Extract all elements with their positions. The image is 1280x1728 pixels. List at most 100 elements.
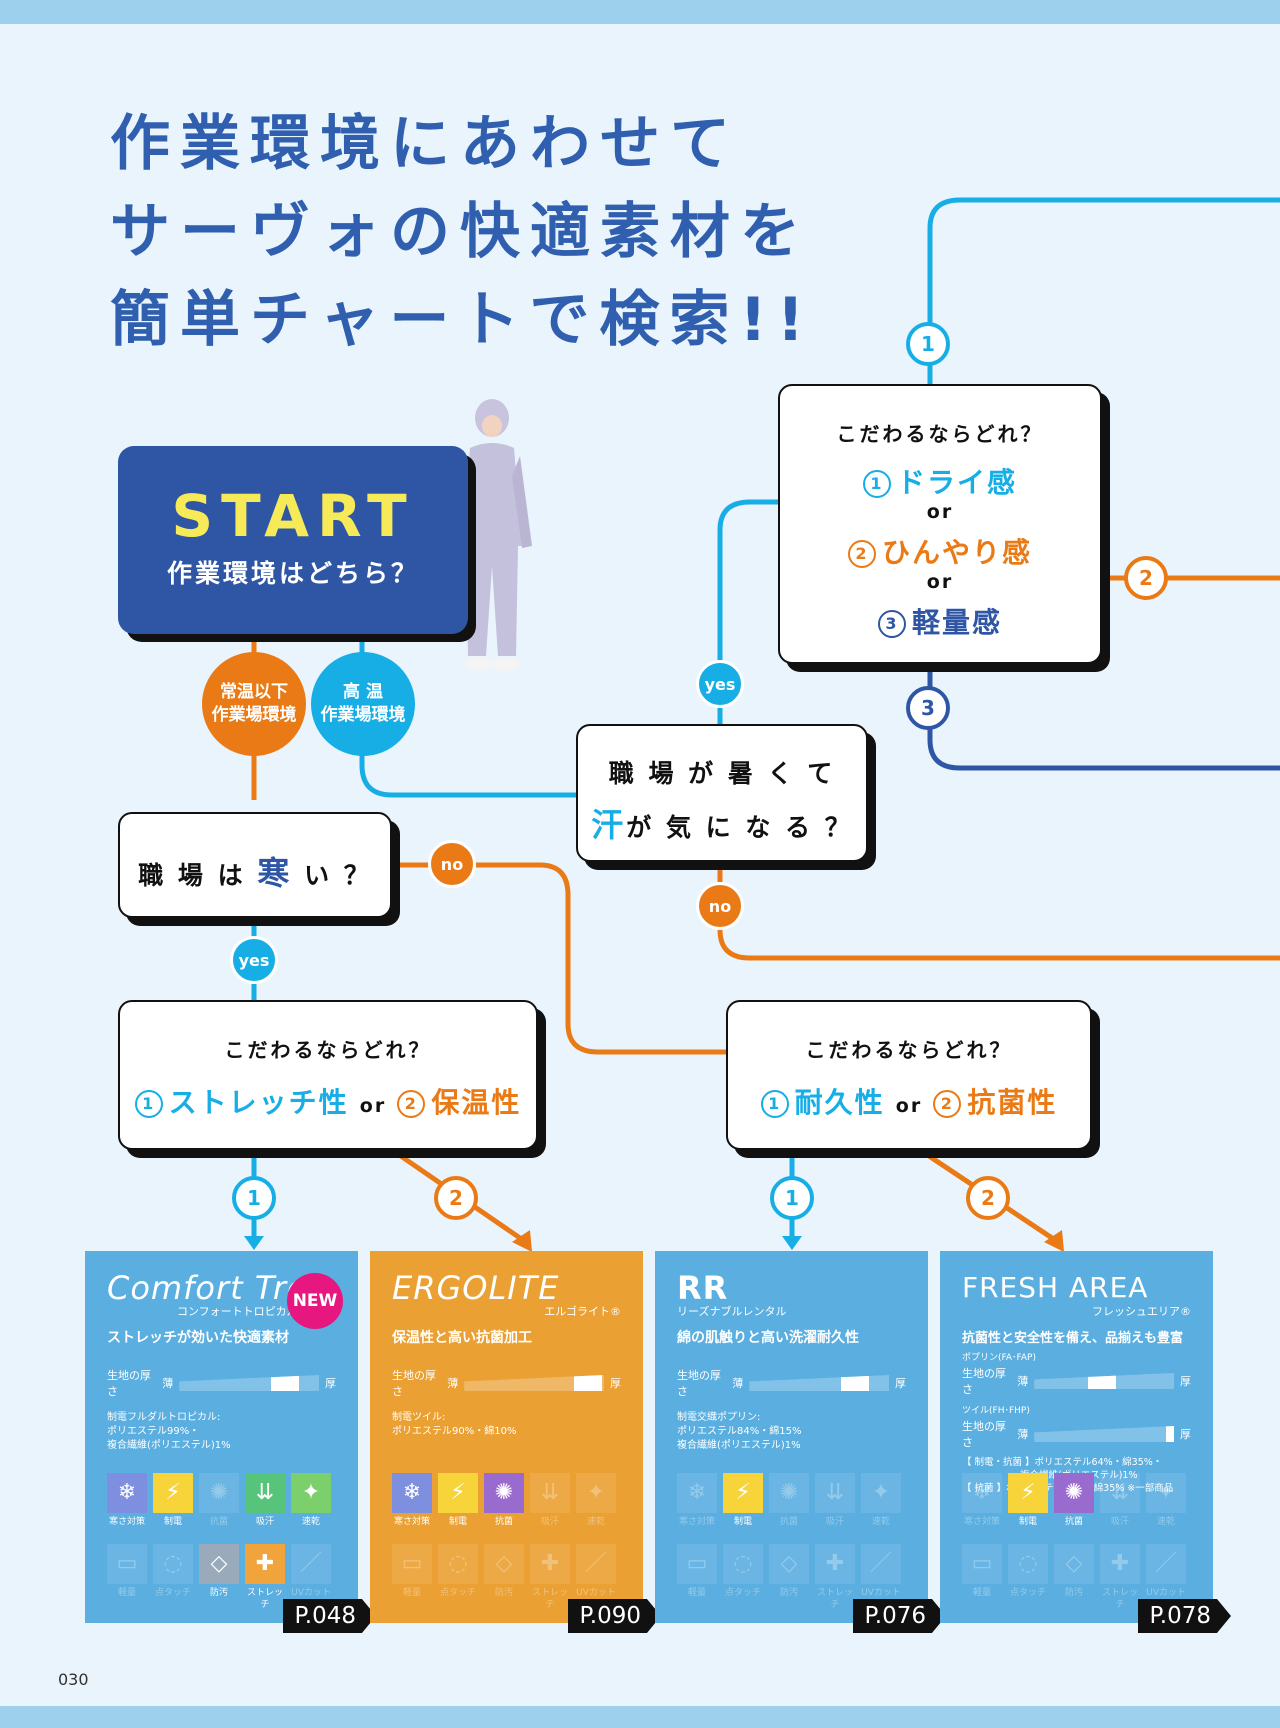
feature-icon-glyph: ❄ (107, 1473, 147, 1513)
thickness-marker (1088, 1373, 1117, 1389)
feature-icon-glyph: ◌ (438, 1544, 478, 1584)
feature-icon-glyph: ✦ (576, 1473, 616, 1513)
feature-icons: ❄寒さ対策⚡制電✺抗菌⇊吸汗✦速乾▭軽量◌点タッチ◇防汚✚ストレッチ／UVカット (962, 1473, 1186, 1611)
feature-icon-label: 制電 (733, 1517, 752, 1527)
feature-icon-label: 点タッチ (1009, 1588, 1046, 1598)
feature-icon-label: 寒さ対策 (393, 1517, 430, 1527)
thickness-marker (1166, 1426, 1174, 1442)
num-2: 2 (397, 1090, 426, 1118)
feature-icon-glyph: ✺ (769, 1473, 809, 1513)
card-tagline: 綿の肌触りと高い洗濯耐久性 (677, 1330, 859, 1346)
thickness-scale: 生地の厚さ薄厚 (392, 1367, 621, 1399)
num-pill-1: 1 (232, 1176, 276, 1220)
pref-cold-question: こだわるならどれ？ (224, 1038, 432, 1062)
num-2: 2 (933, 1090, 962, 1118)
feature-icon: ✚ストレッチ (530, 1544, 570, 1611)
hot-question-post: が 気 に な る ？ (626, 813, 853, 842)
card-brand: Comfort Tro (107, 1269, 308, 1307)
feature-icon-glyph: ⚡ (438, 1473, 478, 1513)
thin-label: 薄 (162, 1377, 174, 1390)
card-tagline: 抗菌性と安全性を備え、品揃えも豊富 (962, 1331, 1184, 1346)
feature-icon-glyph: ✚ (530, 1544, 570, 1584)
page-number: 030 (58, 1670, 89, 1689)
feature-icon: ／UVカット (1146, 1544, 1186, 1611)
no-pill: no (696, 882, 744, 930)
feature-icon-glyph: ／ (861, 1544, 901, 1584)
feature-icon-label: 抗菌 (779, 1517, 798, 1527)
feature-icon: ／ UVカット (291, 1544, 331, 1611)
feature-icon: ⚡ 制電 (438, 1473, 478, 1528)
feature-icon-glyph: ▭ (962, 1544, 1002, 1584)
num-1: 1 (760, 1090, 789, 1118)
feature-icon-glyph: ◌ (723, 1544, 763, 1584)
feature-icon-glyph: ／ (291, 1544, 331, 1584)
pref-cold-option-1-label: ストレッチ性 (168, 1086, 349, 1119)
feature-icon: ◌点タッチ (153, 1544, 193, 1611)
feature-icon: ／UVカット (861, 1544, 901, 1611)
page-ref[interactable]: P.076 (852, 1599, 946, 1633)
feature-icon-glyph: ⇊ (245, 1473, 285, 1513)
feature-icon-glyph: ／ (576, 1544, 616, 1584)
feature-icon-glyph: ✚ (1100, 1544, 1140, 1584)
page-ref[interactable]: P.090 (567, 1599, 661, 1633)
feature-icon-glyph: ⇊ (530, 1473, 570, 1513)
feature-icon: ❄寒さ対策 (107, 1473, 147, 1528)
feature-icon-glyph: ◌ (1008, 1544, 1048, 1584)
or-label: or (926, 571, 954, 593)
feature-icon-label: 点タッチ (724, 1588, 761, 1598)
feature-icon: ◇防汚 (769, 1544, 809, 1611)
feature-icon: ▭軽量 (392, 1544, 432, 1611)
card-brand: FRESH AREA (962, 1271, 1149, 1304)
cold-question-em: 寒 (257, 854, 293, 892)
feature-icon: ◇防汚 (1054, 1544, 1094, 1611)
feature-icon-glyph: ◇ (484, 1544, 524, 1584)
feature-icon: ✺ 抗菌 (769, 1473, 809, 1528)
title-line: 簡単チャートで検索!! (110, 285, 815, 355)
card-tagline: ストレッチが効いた快適素材 (107, 1330, 289, 1346)
feature-icon-label: UVカット (291, 1588, 331, 1598)
fabric-info: 制電交織ポプリン:ポリエステル84%・綿15%複合繊維(ポリエステル)1% (677, 1411, 906, 1453)
feature-icon-glyph: ⚡ (153, 1473, 193, 1513)
feature-icon-label: 軽量 (687, 1588, 706, 1598)
card-ergolite[interactable]: ERGOLITE エルゴライト® 保温性と高い抗菌加工 生地の厚さ薄厚 制電ツイ… (370, 1251, 661, 1633)
feature-icon-label: 速乾 (586, 1517, 605, 1527)
page-ref[interactable]: P.048 (282, 1599, 376, 1633)
card-fresh-area[interactable]: FRESH AREA フレッシュエリア® 抗菌性と安全性を備え、品揃えも豊富 ポ… (940, 1251, 1231, 1633)
yes-pill: yes (696, 660, 744, 708)
pref-normal-option-2-label: 抗菌性 (967, 1086, 1058, 1119)
arrow-head (244, 1236, 264, 1250)
num-2: 2 (847, 540, 876, 568)
feature-icon-label: 制電 (448, 1517, 467, 1527)
new-badge: NEW (287, 1273, 343, 1329)
arrow-head (512, 1230, 532, 1252)
title-line: サーヴォの快適素材を (110, 197, 810, 267)
hot-question-em: 汗 (591, 806, 627, 844)
card-rr[interactable]: RR リーズナブルレンタル 綿の肌触りと高い洗濯耐久性 生地の厚さ薄厚 制電交織… (655, 1251, 946, 1633)
feature-icon-label: 吸汗 (1110, 1517, 1129, 1527)
fabric-comp: 複合繊維(ポリエステル)1% (107, 1440, 231, 1451)
card-kana: エルゴライト® (544, 1305, 621, 1318)
num-pill-1: 1 (906, 322, 950, 366)
feature-icon-glyph: ❄ (962, 1473, 1002, 1513)
feature-icon: ⚡制電 (1008, 1473, 1048, 1528)
feature-icon: ✚ ストレッチ (1100, 1544, 1140, 1611)
feature-icon-label: ストレッチ (1101, 1588, 1138, 1610)
feature-icon: ⚡制電 (153, 1473, 193, 1528)
feature-icon-label: 防汚 (494, 1588, 513, 1598)
feature-icon-glyph: ◌ (153, 1544, 193, 1584)
fabric-info: 制電ツイル:ポリエステル90%・綿10% (392, 1411, 621, 1439)
page-ref[interactable]: P.078 (1137, 1599, 1231, 1633)
thin-label: 薄 (1017, 1428, 1029, 1441)
feature-icon-glyph: ✦ (1146, 1473, 1186, 1513)
thickness-label: 生地の厚さ (962, 1420, 1006, 1449)
feature-icon-label: 防汚 (209, 1588, 228, 1598)
card-comfort-tro[interactable]: Comfort Tro コンフォートトロピカル NEW ストレッチが効いた快適素… (85, 1251, 376, 1633)
or-label: or (895, 1095, 923, 1117)
feature-icon: ❄寒さ対策 (677, 1473, 717, 1528)
card-kana: リーズナブルレンタル (677, 1305, 787, 1318)
